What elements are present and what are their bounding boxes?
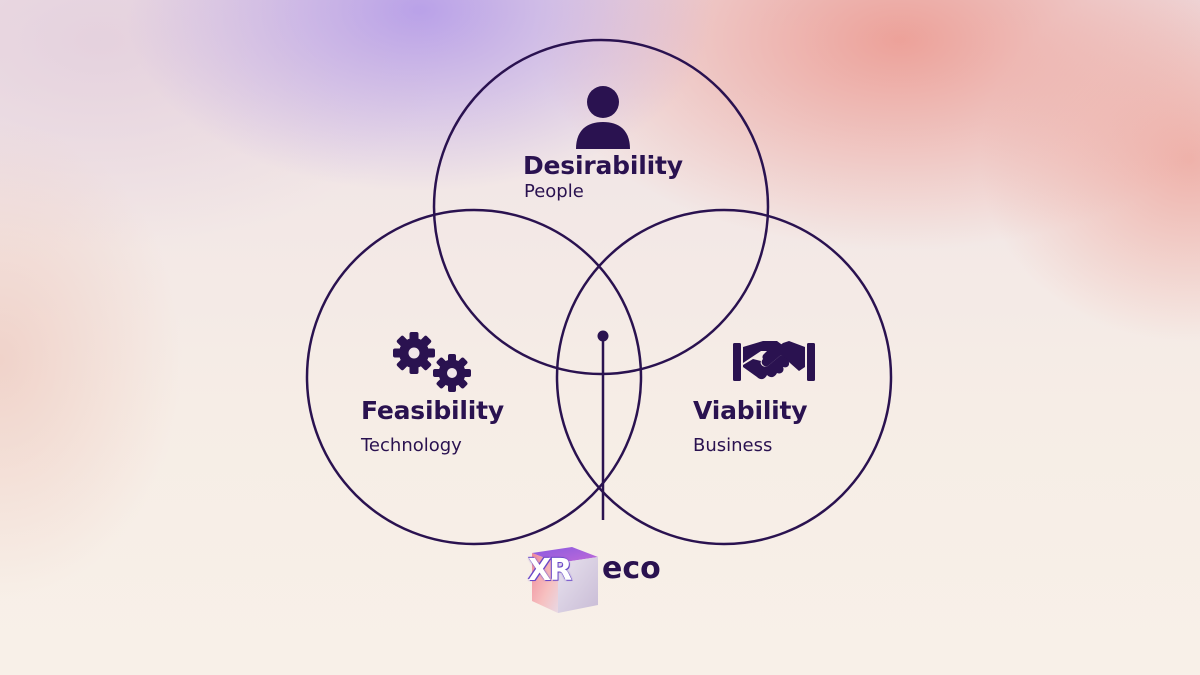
logo-eco-text: eco xyxy=(602,551,661,586)
person-icon xyxy=(576,86,630,149)
feasibility-title: Feasibility xyxy=(361,396,504,425)
logo-cube-icon xyxy=(532,547,598,613)
feasibility-circle xyxy=(305,208,643,546)
desirability-subtitle: People xyxy=(524,181,584,202)
feasibility-subtitle: Technology xyxy=(361,435,462,456)
handshake-icon xyxy=(733,341,815,381)
gears-icon xyxy=(393,332,471,392)
viability-title: Viability xyxy=(693,396,808,425)
viability-circle xyxy=(555,208,893,546)
desirability-title: Desirability xyxy=(523,151,683,180)
xreco-logo: XR eco xyxy=(526,543,676,617)
center-pointer-dot xyxy=(597,330,609,342)
logo-xr-text: XR xyxy=(528,553,572,588)
viability-subtitle: Business xyxy=(693,435,773,456)
desirability-circle xyxy=(432,38,770,376)
